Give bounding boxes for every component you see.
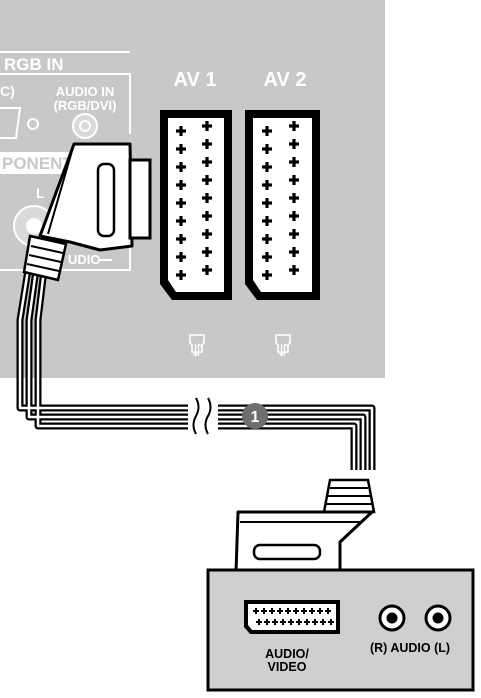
rgb-pc-connector: [0, 107, 39, 139]
device-scart-pin: [303, 608, 305, 614]
tv-scart-plug: [22, 142, 152, 282]
device-scart-pin: [271, 608, 273, 614]
device-av-label-line1: AUDIO/: [265, 647, 309, 661]
component-section: PONENT L UDIO: [0, 152, 131, 271]
rgb-in-section: RGB IN C) AUDIO IN (RGB/DVI): [0, 51, 131, 139]
device-audio-label: (R) AUDIO (L): [370, 641, 450, 655]
audio-label: UDIO: [68, 252, 101, 267]
device-scart-pin: [327, 608, 329, 614]
audio-in-label-line2: (RGB/DVI): [54, 98, 117, 113]
device-scart-pin: [255, 608, 257, 614]
av1-scart-socket[interactable]: [160, 110, 232, 300]
device-scart-pin: [322, 619, 324, 625]
device-scart-pin: [298, 619, 300, 625]
component-label: PONENT: [2, 154, 73, 173]
device-av-label-line2: VIDEO: [268, 660, 307, 674]
device-scart-pin: [258, 619, 260, 625]
step-1-badge: 1: [242, 403, 268, 429]
device-scart-pin: [306, 619, 308, 625]
device-scart-pin: [295, 608, 297, 614]
device-audio-r-jack[interactable]: [378, 604, 406, 632]
audio-in-label-line1: AUDIO IN: [56, 84, 115, 99]
device-scart-pin: [279, 608, 281, 614]
device-scart-pin: [319, 608, 321, 614]
cable-break-mark: [188, 397, 218, 435]
device-audio-l-jack[interactable]: [424, 604, 452, 632]
audio-in-jack: [72, 113, 98, 139]
device-scart-pin: [330, 619, 332, 625]
device-scart-pin: [266, 619, 268, 625]
component-l-label: L: [36, 185, 45, 201]
device-scart-pin: [287, 608, 289, 614]
av2-scart-socket[interactable]: [245, 110, 320, 300]
device-scart-pin: [282, 619, 284, 625]
device-scart-pin: [290, 619, 292, 625]
pc-label: C): [0, 83, 15, 99]
device-scart-pin: [314, 619, 316, 625]
av1-label: AV 1: [174, 69, 217, 91]
external-device-panel: AUDIO/ VIDEO (R) AUDIO (L): [206, 568, 475, 692]
device-scart-socket[interactable]: [244, 600, 340, 634]
av2-label: AV 2: [264, 69, 307, 91]
device-scart-pins: [253, 608, 334, 625]
device-scart-pin: [263, 608, 265, 614]
step-number: 1: [251, 409, 260, 426]
device-scart-pin: [311, 608, 313, 614]
device-scart-pin: [274, 619, 276, 625]
scart-cable: 1: [16, 269, 376, 470]
rgb-in-label: RGB IN: [4, 55, 64, 74]
